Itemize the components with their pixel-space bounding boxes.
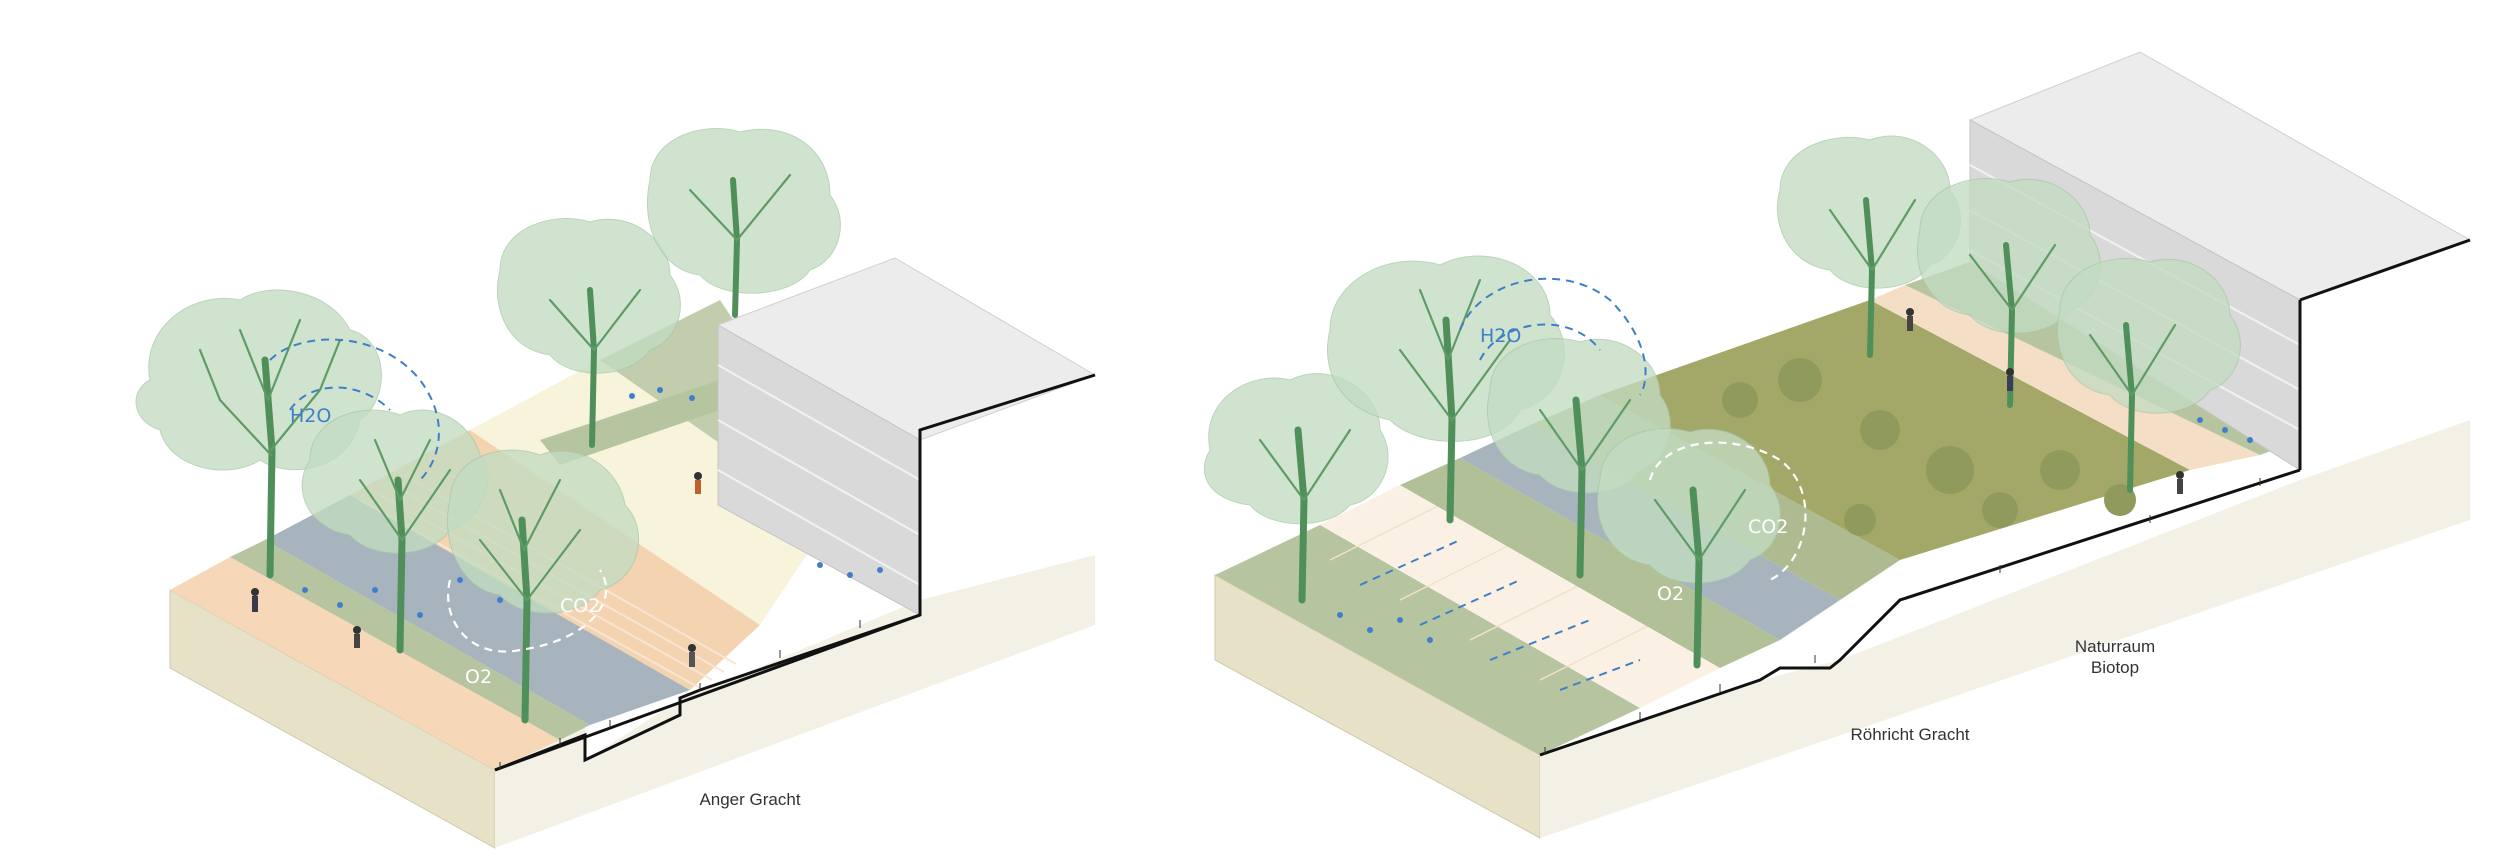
canal-water (265, 495, 690, 725)
plaza-grid-lines (1329, 499, 1661, 681)
tree-right-back-1 (1776, 135, 1961, 358)
green-strip-right (1400, 458, 1780, 668)
dimension-ticks-right (1544, 478, 2261, 755)
green-verge-left (230, 540, 590, 740)
person-right-3 (2176, 471, 2184, 494)
person-left-2 (353, 626, 361, 648)
earth-block-side-right (1540, 420, 2470, 838)
h2o-cycle-arrow-left (269, 338, 440, 481)
label-o2-right: O2 (1657, 583, 1684, 605)
back-lawn-strip (540, 380, 720, 465)
section-cut-outline (918, 373, 1096, 440)
back-path (1870, 285, 2260, 470)
pedestrian-path (170, 557, 560, 770)
label-co2-right: CO2 (1748, 516, 1788, 538)
h2o-cycle-arrow-left-inner (289, 386, 391, 411)
label-h2o-left: H2O (290, 405, 331, 427)
ground-profile-line-right (1539, 468, 2301, 757)
rain-drops-right (1337, 417, 2253, 643)
building-floor-lines (717, 364, 921, 586)
dimension-ticks-left (499, 620, 861, 770)
tree-right-1 (1203, 373, 1389, 604)
tree-right-4 (1596, 428, 1781, 669)
label-co2-left: CO2 (560, 595, 600, 617)
tree-right-back-3 (2056, 258, 2241, 493)
rain-drops-left (302, 387, 883, 618)
caption-anger-gracht: Anger Gracht (699, 790, 801, 809)
person-left-3 (688, 644, 696, 667)
roof-cut-line-right (2299, 238, 2471, 302)
tree-back-1 (496, 218, 681, 448)
plaza-flow-arrows (1359, 539, 1641, 691)
person-right-2 (2006, 368, 2014, 391)
co2-cycle-arrow-right (1648, 441, 1807, 581)
earth-block-side (495, 555, 1095, 848)
person-left-4 (694, 472, 702, 494)
caption-roehricht-gracht: Röhricht Gracht (1850, 725, 1970, 744)
tree-left-3 (446, 449, 640, 724)
caption-naturraum-biotop: Naturraum Biotop (2035, 636, 2195, 678)
h2o-cycle-arrow-right (1459, 277, 1647, 396)
co2-cycle-arrow-left (447, 569, 608, 653)
section-roehricht-gracht: H2O CO2 O2 (1203, 51, 2472, 839)
biotope-shrubs (1722, 358, 2136, 536)
tree-back-2 (646, 128, 841, 318)
section-anger-gracht: H2O CO2 O2 (135, 128, 1097, 849)
caption-naturraum: Naturraum (2074, 637, 2156, 656)
caption-biotop: Biotop (2090, 658, 2140, 677)
label-o2-left: O2 (465, 666, 492, 688)
meadow-area (470, 360, 830, 625)
plaza-surface (1320, 485, 1720, 708)
person-left-1 (251, 588, 259, 612)
person-right-1 (1906, 308, 1914, 331)
h2o-cycle-arrow-right-inner (1479, 323, 1601, 361)
label-h2o-right: H2O (1480, 325, 1521, 347)
